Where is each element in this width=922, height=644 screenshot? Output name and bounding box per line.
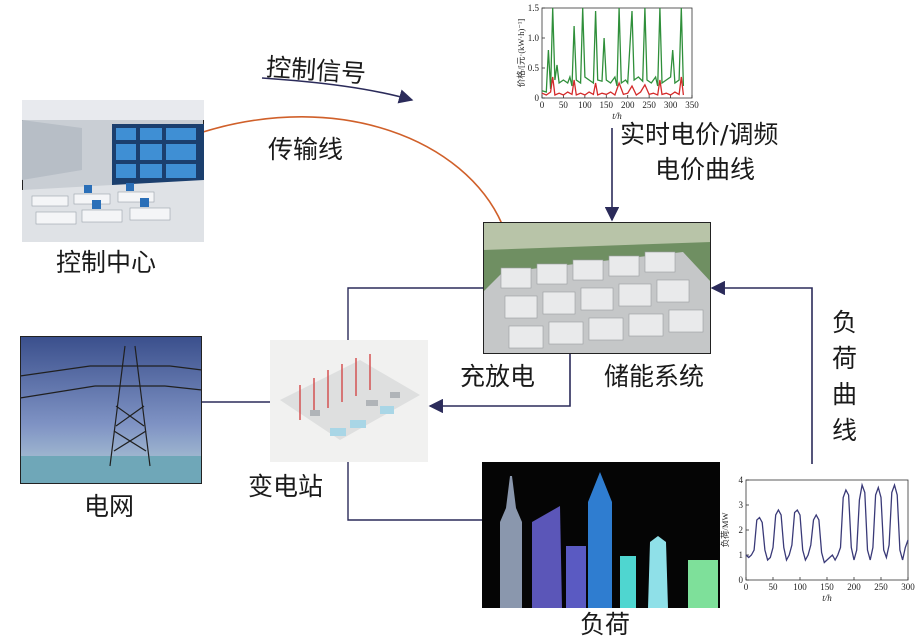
plot-frame — [541, 7, 693, 99]
grid-label: 电网 — [84, 492, 135, 521]
load-curve-char: 线 — [832, 416, 858, 445]
series-line — [541, 7, 685, 93]
x-tick-label: 250 — [874, 582, 888, 592]
x-tick-label: 100 — [793, 582, 807, 592]
series-line — [541, 76, 685, 97]
load-curve-arrow — [710, 280, 813, 464]
x-tick-label: 200 — [621, 100, 635, 110]
y-tick-label: 2 — [739, 525, 744, 535]
control-center-label: 控制中心 — [56, 248, 157, 277]
control-center-image — [22, 100, 204, 242]
y-axis-label: 负荷/MW — [720, 513, 730, 548]
substation-load-line — [347, 462, 483, 521]
x-tick-label: 0 — [744, 582, 749, 592]
x-tick-label: 350 — [685, 100, 699, 110]
x-tick-label: 0 — [540, 100, 545, 110]
x-tick-label: 300 — [664, 100, 678, 110]
substation-storage-line — [347, 287, 483, 344]
x-tick-label: 150 — [820, 582, 834, 592]
y-tick-label: 0 — [739, 575, 744, 585]
x-tick-label: 150 — [600, 100, 614, 110]
y-tick-label: 4 — [739, 475, 744, 485]
y-tick-label: 0.5 — [528, 63, 540, 73]
x-tick-label: 100 — [578, 100, 592, 110]
series-line — [745, 482, 909, 564]
x-tick-label: 250 — [642, 100, 656, 110]
load-curve-char: 荷 — [832, 344, 858, 373]
load-label: 负荷 — [580, 610, 631, 639]
plot-frame — [745, 479, 909, 581]
load-curve-label: 负 荷 曲 线 — [832, 310, 858, 443]
control-signal-label: 控制信号 — [265, 52, 367, 89]
transmission-line-label: 传输线 — [268, 135, 344, 164]
price-curve-label-2: 电价曲线 — [655, 155, 756, 184]
load-chart: 0 50 100 150 200 250 300 0 1 2 3 4 t/h 负荷/MW — [720, 475, 915, 603]
substation-label: 变电站 — [248, 472, 324, 501]
y-tick-label: 3 — [739, 500, 744, 510]
charge-discharge-arrow — [428, 352, 571, 414]
price-curve-label-1: 实时电价/调频 — [620, 120, 779, 149]
x-tick-label: 200 — [847, 582, 861, 592]
load-curve-char: 负 — [832, 308, 858, 337]
x-tick-label: 50 — [559, 100, 569, 110]
load-image — [482, 462, 720, 608]
control-signal-arrow — [261, 77, 414, 104]
x-tick-label: 300 — [901, 582, 915, 592]
storage-system-label: 储能系统 — [604, 362, 705, 391]
y-axis-label: 价格/[元·(kW·h)⁻¹] — [516, 19, 526, 88]
substation-image — [270, 340, 428, 462]
grid-image — [20, 336, 202, 484]
y-tick-label: 1 — [739, 550, 744, 560]
load-curve-char: 曲 — [832, 380, 858, 409]
y-tick-label: 0 — [535, 93, 540, 103]
price-chart: 0 50 100 150 200 250 300 350 0 0.5 1.0 1.5 t/h 价格/[元·… — [516, 3, 699, 121]
x-axis-label: t/h — [612, 111, 622, 121]
storage-system-image — [483, 222, 711, 354]
transmission-line — [202, 116, 503, 225]
x-tick-label: 50 — [769, 582, 779, 592]
charge-discharge-label: 充放电 — [460, 362, 536, 391]
y-tick-label: 1.5 — [528, 3, 540, 13]
y-tick-label: 1.0 — [528, 33, 540, 43]
x-axis-label: t/h — [822, 593, 832, 603]
